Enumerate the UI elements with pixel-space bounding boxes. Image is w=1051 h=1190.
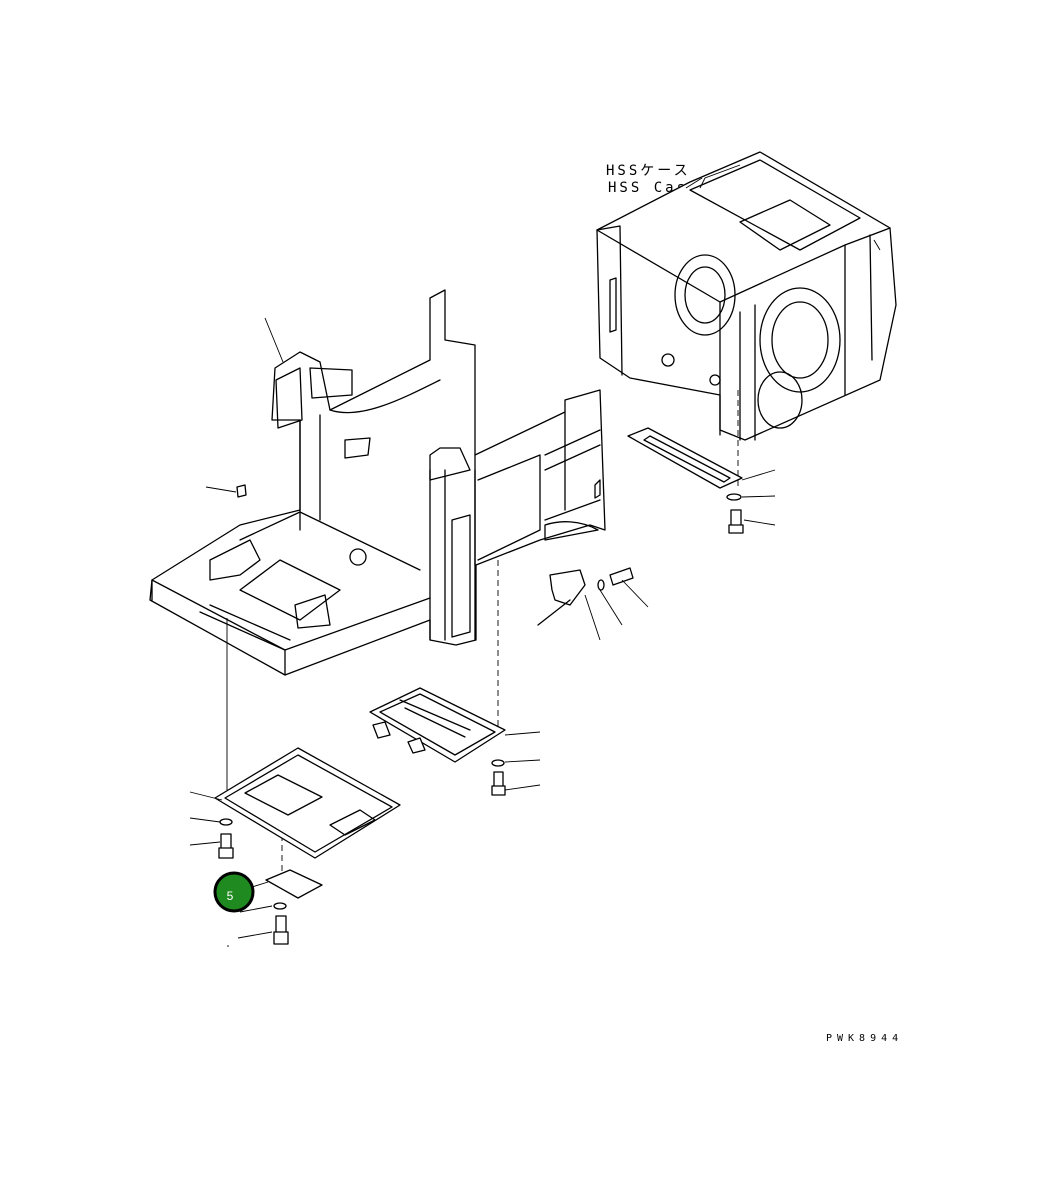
main-frame bbox=[149, 289, 606, 676]
hss-bottom-plate bbox=[627, 390, 776, 534]
hss-case-label-jp: HSSケース bbox=[606, 163, 691, 179]
side-bracket bbox=[537, 567, 649, 641]
callout-number: 5 bbox=[227, 889, 234, 903]
small-cover-part bbox=[227, 869, 323, 947]
lower-left-plate bbox=[189, 747, 401, 859]
drawing-code: PWK8944 bbox=[826, 1033, 903, 1044]
center-bottom-plate bbox=[369, 687, 541, 796]
callout-5[interactable]: 5 bbox=[213, 871, 255, 913]
hss-case bbox=[596, 151, 897, 441]
